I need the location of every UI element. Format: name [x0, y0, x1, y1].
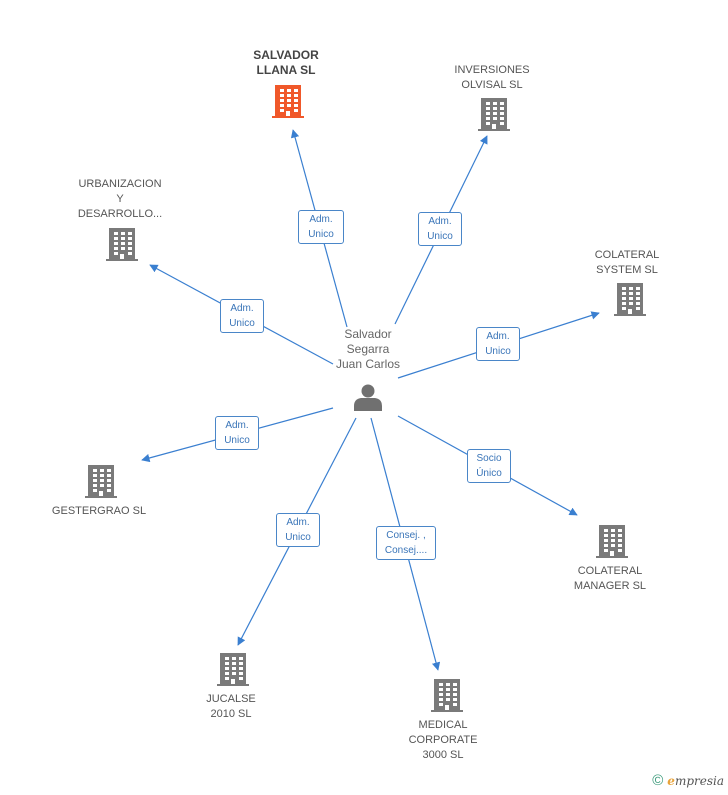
building-icon-salvador-llana[interactable]	[272, 85, 304, 118]
relation-label-salvador-llana[interactable]: Adm.Unico	[298, 210, 344, 244]
building-icon-inversiones-olvisal[interactable]	[478, 98, 510, 131]
relation-label-colateral-system[interactable]: Adm.Unico	[476, 327, 520, 361]
relation-label-inversiones-olvisal[interactable]: Adm.Unico	[418, 212, 462, 246]
relation-label-medical-corporate[interactable]: Consej. ,Consej....	[376, 526, 436, 560]
building-icon-colateral-manager[interactable]	[596, 525, 628, 558]
building-icon-medical-corporate[interactable]	[431, 679, 463, 712]
person-icon[interactable]	[354, 384, 382, 412]
building-icon-jucalse[interactable]	[217, 653, 249, 686]
relation-label-jucalse[interactable]: Adm.Unico	[276, 513, 320, 547]
building-icon-urbanizacion[interactable]	[106, 228, 138, 261]
copyright-icon: ©	[652, 772, 664, 789]
building-icon-colateral-system[interactable]	[614, 283, 646, 316]
center-person-label[interactable]: Salvador Segarra Juan Carlos	[335, 327, 401, 371]
relation-label-gestergrao[interactable]: Adm.Unico	[215, 416, 259, 450]
company-label-gestergrao[interactable]: GESTERGRAO SL	[51, 505, 147, 517]
building-icon-gestergrao[interactable]	[85, 465, 117, 498]
relation-label-urbanizacion[interactable]: Adm.Unico	[220, 299, 264, 333]
empresia-brand[interactable]: ©empresia	[652, 772, 724, 789]
